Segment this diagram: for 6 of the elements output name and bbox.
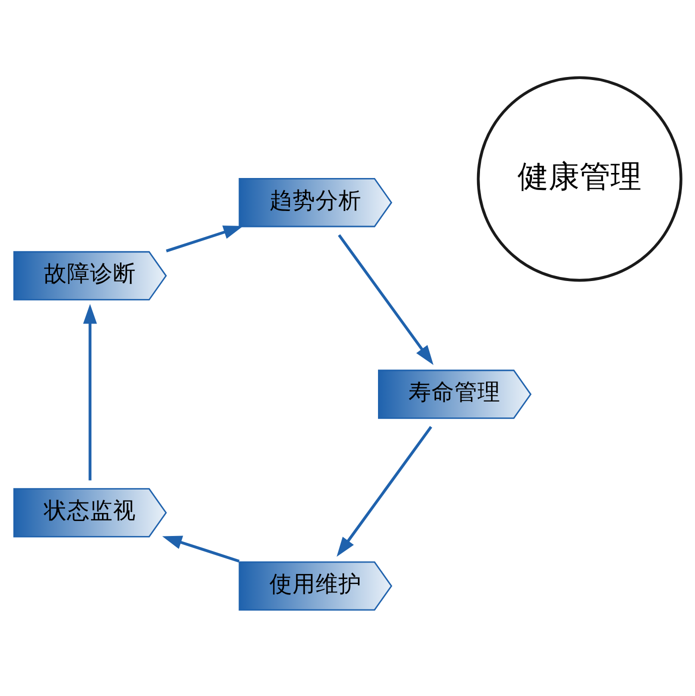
arrow bbox=[336, 426, 432, 557]
arrow bbox=[162, 536, 240, 563]
arrow bbox=[83, 304, 97, 480]
node-circle: 健康管理 bbox=[476, 76, 682, 282]
arrow bbox=[338, 234, 434, 366]
arrow bbox=[166, 226, 244, 252]
